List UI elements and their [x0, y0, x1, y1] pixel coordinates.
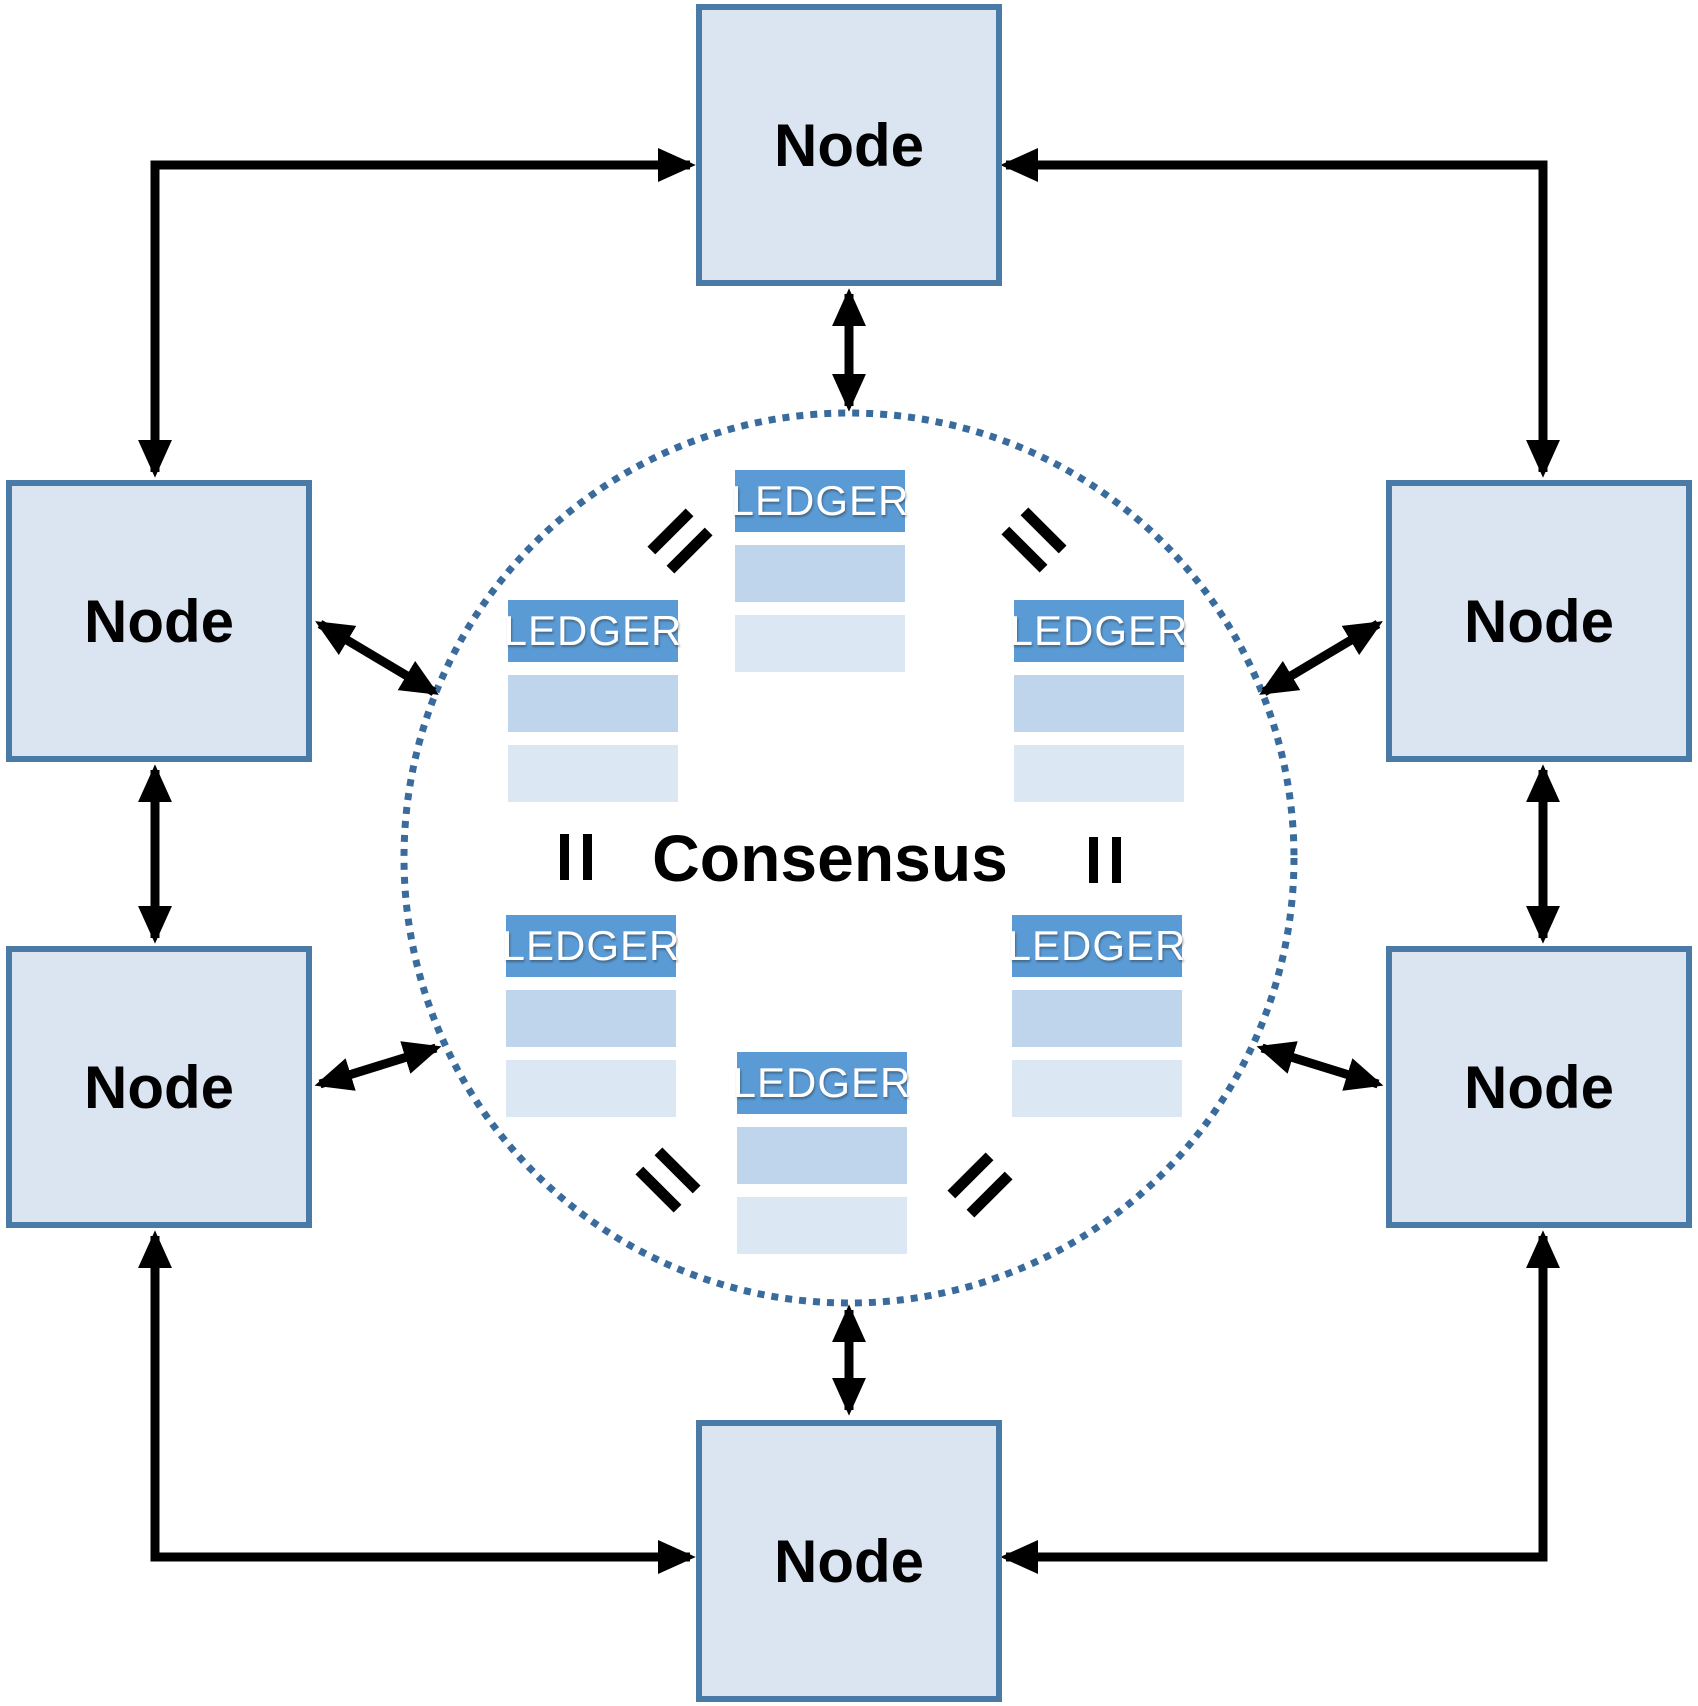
node-box-upper-left: Node	[6, 480, 312, 762]
ledger-row	[1012, 1060, 1182, 1117]
ledger-header: LEDGER	[502, 915, 679, 977]
ledger-row	[506, 990, 676, 1047]
ledger-row	[506, 1060, 676, 1117]
ledger-header: LEDGER	[1010, 600, 1187, 662]
ledger-header: LEDGER	[731, 470, 908, 532]
equals-sign-middle-left	[560, 834, 592, 880]
arrow-lower-right-node-to-circle	[1256, 1041, 1384, 1091]
arrow-top-to-upper-left	[137, 147, 696, 478]
ledger-table-top: LEDGER	[731, 470, 908, 672]
equals-bar	[560, 834, 569, 880]
ledger-row	[735, 615, 905, 672]
ledger-table-bottom: LEDGER	[733, 1052, 910, 1254]
consensus-label: Consensus	[652, 821, 1008, 895]
node-label: Node	[84, 587, 234, 655]
equals-bar	[583, 834, 592, 880]
node-box-lower-left: Node	[6, 946, 312, 1228]
ledger-table-right: LEDGER	[1010, 600, 1187, 802]
arrow-lower-right-to-bottom	[1000, 1230, 1561, 1575]
arrow-upper-left-node-to-circle	[315, 620, 439, 696]
ledger-header: LEDGER	[733, 1052, 910, 1114]
ledger-table-bottom-right: LEDGER	[1008, 915, 1185, 1117]
node-label: Node	[774, 1527, 924, 1595]
arrow-group	[137, 147, 1561, 1575]
ledger-row	[1014, 745, 1184, 802]
arrow-lower-left-node-to-circle	[314, 1041, 442, 1091]
arrow-top-to-upper-right	[1000, 147, 1561, 478]
ledger-row	[508, 675, 678, 732]
equals-sign-middle-right	[1089, 837, 1121, 883]
ledger-table-left: LEDGER	[504, 600, 681, 802]
consensus-circle	[400, 409, 1298, 1307]
ledger-table-bottom-left: LEDGER	[502, 915, 679, 1117]
ledger-header: LEDGER	[1008, 915, 1185, 977]
equals-bar	[1112, 837, 1121, 883]
ledger-row	[508, 745, 678, 802]
node-label: Node	[84, 1053, 234, 1121]
equals-bar	[1089, 837, 1098, 883]
ledger-row	[1014, 675, 1184, 732]
node-label: Node	[1464, 1053, 1614, 1121]
ledger-row	[735, 545, 905, 602]
ledger-row	[737, 1127, 907, 1184]
node-label: Node	[774, 111, 924, 179]
node-box-bottom: Node	[696, 1420, 1002, 1702]
arrow-lower-left-to-bottom	[137, 1230, 696, 1575]
ledger-header: LEDGER	[504, 600, 681, 662]
ledger-row	[1012, 990, 1182, 1047]
ledger-row	[737, 1197, 907, 1254]
node-label: Node	[1464, 587, 1614, 655]
arrow-upper-right-node-to-circle	[1259, 620, 1383, 696]
node-box-lower-right: Node	[1386, 946, 1692, 1228]
node-box-upper-right: Node	[1386, 480, 1692, 762]
node-box-top: Node	[696, 4, 1002, 286]
